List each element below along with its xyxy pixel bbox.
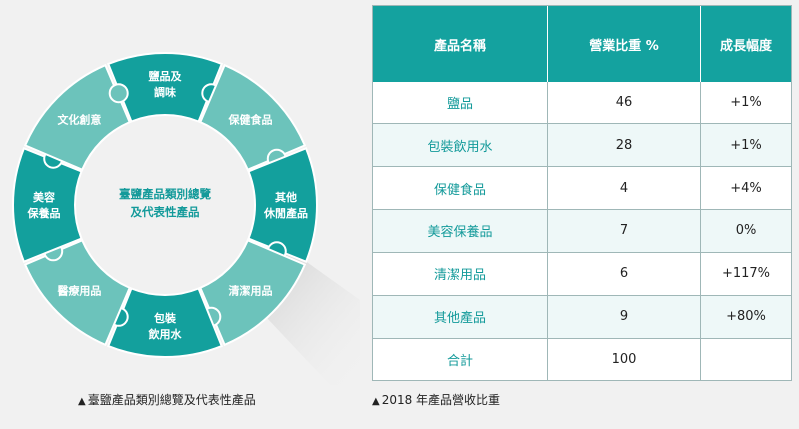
cell-share: 6 — [547, 252, 701, 296]
cell-growth: 0% — [700, 209, 791, 253]
wheel-segment-label: 飲用水 — [148, 327, 183, 341]
wheel-segment-label: 保健食品 — [228, 112, 273, 126]
cell-total-share: 100 — [547, 338, 701, 380]
wheel-center-title: 臺鹽產品類別總覽 — [119, 187, 211, 201]
cell-share: 9 — [547, 295, 701, 339]
wheel-caption: ▲臺鹽產品類別總覽及代表性產品 — [78, 393, 256, 407]
cell-growth: +1% — [700, 123, 791, 168]
cell-product: 其他產品 — [373, 295, 548, 339]
wheel-segment-label: 保養品 — [27, 206, 61, 220]
cell-product: 美容保養品 — [373, 209, 548, 253]
col-header-product: 產品名稱 — [373, 6, 548, 82]
wheel-segment — [198, 63, 307, 172]
revenue-share-table: 產品名稱 營業比重 % 成長幅度 鹽品 46 +1% 包裝飲用水 28 +1% … — [372, 5, 792, 381]
triangle-bullet-icon: ▲ — [372, 396, 380, 407]
cell-total-label: 合計 — [373, 338, 548, 380]
wheel-segment-label: 醫療用品 — [57, 284, 101, 298]
wheel-segment-label: 包裝 — [153, 311, 177, 325]
wheel-segment-label: 其他 — [275, 190, 297, 204]
cell-product: 包裝飲用水 — [373, 123, 548, 168]
cell-growth: +80% — [700, 295, 791, 339]
wheel-segment-label: 鹽品及 — [149, 69, 183, 83]
wheel-segment — [12, 147, 83, 263]
wheel-segment-label: 文化創意 — [57, 112, 101, 126]
wheel-segment — [23, 238, 132, 347]
table-row: 美容保養品 7 0% — [373, 209, 791, 253]
cell-product: 保健食品 — [373, 166, 548, 211]
col-header-share: 營業比重 % — [547, 6, 701, 82]
triangle-bullet-icon: ▲ — [78, 396, 86, 407]
wheel-segment — [107, 52, 223, 123]
cell-share: 7 — [547, 209, 701, 253]
cell-product: 清潔用品 — [373, 252, 548, 296]
table-row: 其他產品 9 +80% — [373, 295, 791, 339]
table-row: 保健食品 4 +4% — [373, 166, 791, 211]
cell-growth: +117% — [700, 252, 791, 296]
col-header-growth: 成長幅度 — [700, 6, 791, 82]
cell-share: 4 — [547, 166, 701, 211]
wheel-segment — [23, 63, 132, 172]
wheel-segment — [247, 147, 318, 263]
table-total-row: 合計 100 — [373, 338, 791, 380]
wheel-segment-label: 美容 — [33, 190, 55, 204]
wheel-segment — [107, 287, 223, 358]
table-caption: ▲2018 年產品營收比重 — [372, 393, 501, 407]
cell-growth: +1% — [700, 82, 791, 125]
cell-total-growth — [700, 338, 791, 380]
wheel-segment — [198, 238, 307, 347]
cell-growth: +4% — [700, 166, 791, 211]
wheel-segment-label: 清潔用品 — [229, 284, 273, 298]
table-row: 清潔用品 6 +117% — [373, 252, 791, 296]
cell-share: 46 — [547, 82, 701, 125]
wheel-center-subtitle: 及代表性產品 — [131, 205, 200, 219]
cell-share: 28 — [547, 123, 701, 168]
wheel-segment-label: 休閒產品 — [263, 206, 308, 220]
puzzle-knob — [108, 83, 129, 104]
table-row: 鹽品 46 +1% — [373, 82, 791, 125]
cell-product: 鹽品 — [373, 82, 548, 125]
table-header-row: 產品名稱 營業比重 % 成長幅度 — [373, 6, 791, 82]
wheel-segment-label: 調味 — [154, 85, 176, 99]
table-row: 包裝飲用水 28 +1% — [373, 123, 791, 168]
